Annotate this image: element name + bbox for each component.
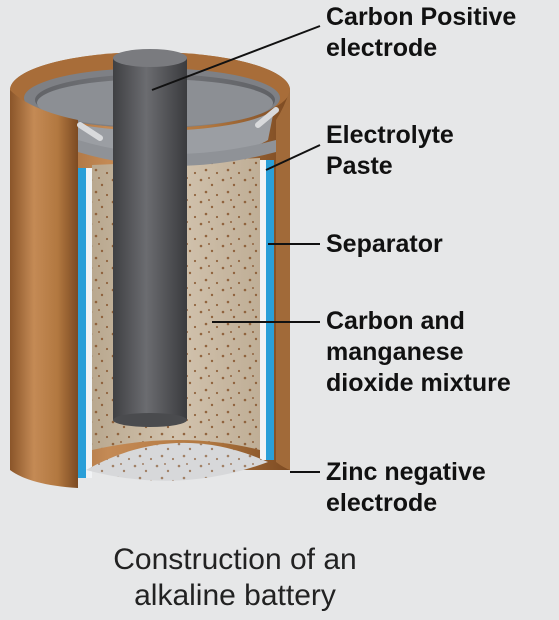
label-zinc: Zinc negative electrode — [326, 457, 486, 519]
carbon-rod — [113, 58, 187, 420]
label-mixture-line1: Carbon and — [326, 307, 465, 335]
casing-right-wall — [276, 90, 290, 470]
label-separator: Separator — [326, 229, 443, 260]
label-electrolyte: Electrolyte Paste — [326, 120, 454, 182]
label-electrolyte-line1: Electrolyte — [326, 121, 454, 149]
leader-carbon-positive — [151, 25, 321, 91]
leader-electrolyte — [265, 144, 321, 171]
label-zinc-line1: Zinc negative — [326, 458, 486, 486]
caption-line1: Construction of an — [113, 543, 357, 576]
label-carbon-positive: Carbon Positive electrode — [326, 2, 516, 64]
label-carbon-positive-line2: electrode — [326, 34, 438, 62]
separator-left — [78, 168, 86, 478]
label-carbon-positive-line1: Carbon Positive — [326, 3, 517, 31]
carbon-rod-top — [113, 49, 187, 67]
casing-left-wall — [10, 90, 78, 488]
caption-line2: alkaline battery — [134, 579, 336, 612]
label-electrolyte-line2: Paste — [326, 152, 393, 180]
label-separator-line1: Separator — [326, 230, 443, 258]
label-mixture: Carbon and manganese dioxide mixture — [326, 306, 511, 399]
label-zinc-line2: electrode — [326, 489, 438, 517]
separator-right — [266, 160, 274, 460]
label-mixture-line3: dioxide mixture — [326, 369, 511, 397]
label-mixture-line2: manganese — [326, 338, 464, 366]
figure-caption: Construction of an alkaline battery — [0, 542, 470, 614]
